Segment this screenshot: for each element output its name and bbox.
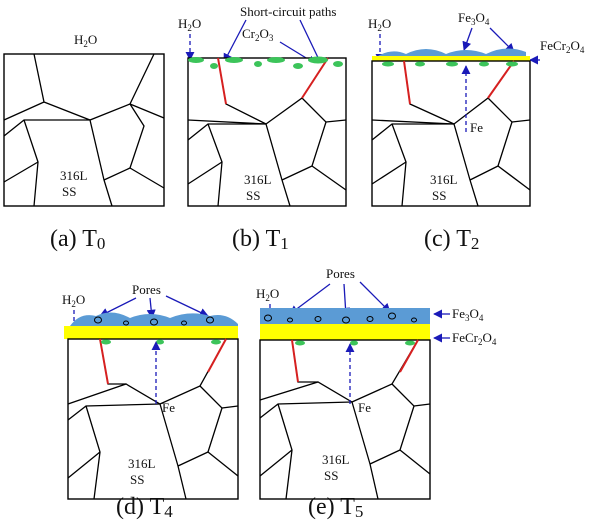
panel-e-fecr2o4-label: FeCr2O4 xyxy=(452,330,497,347)
panel-c-pointer-fe3o4-left xyxy=(462,27,473,51)
panel-c-h2o-label: H2O xyxy=(368,16,391,33)
panel-e-pores xyxy=(264,312,417,324)
panel-c-steel-label-2: SS xyxy=(432,188,446,203)
panel-c-steel-label-1: 316L xyxy=(430,172,458,187)
panel-e-fe3o4-label: Fe3O4 xyxy=(452,306,484,323)
panel-d-pores xyxy=(94,316,214,326)
panel-b-short-circuit-path-2 xyxy=(301,57,329,99)
panel-d-short-circuit-path-1 xyxy=(99,338,109,385)
panel-d: H2O Pores xyxy=(62,282,239,520)
panel-b-steel-block xyxy=(187,57,347,207)
panel-c-cr2o3-nodules xyxy=(382,61,518,67)
panel-e-steel-label-2: SS xyxy=(324,468,338,483)
panel-c-fe-label: Fe xyxy=(470,120,483,135)
panel-e-fe3o4-layer xyxy=(260,308,430,324)
panel-c-fecr2o4-label: FeCr2O4 xyxy=(540,38,585,55)
panel-c-fe3o4-label: Fe3O4 xyxy=(458,10,490,27)
panel-a-steel-label-1: 316L xyxy=(60,168,88,183)
panel-c: H2O Fe3O4 FeCr2O4 Fe xyxy=(368,10,585,253)
panel-e-caption: (e) T5 xyxy=(308,494,363,520)
panel-b-short-circuit-label: Short-circuit paths xyxy=(240,4,336,19)
panel-d-pointer-pore-3 xyxy=(165,295,209,317)
panel-a-steel-block xyxy=(3,53,165,207)
panel-a-h2o-label: H2O xyxy=(74,32,97,49)
panel-a-caption: (a) T0 xyxy=(50,226,105,253)
panel-b: H2O Short-circuit paths Cr2O3 xyxy=(178,4,347,253)
panel-c-short-circuit-path-2 xyxy=(487,60,515,99)
panel-d-short-circuit-path-2 xyxy=(207,338,227,373)
panel-e-pores-label: Pores xyxy=(326,266,355,281)
panel-e-short-circuit-path-2 xyxy=(399,339,419,373)
panel-d-steel-block xyxy=(67,338,239,500)
panel-b-caption: (b) T1 xyxy=(232,226,289,253)
panel-b-steel-label-2: SS xyxy=(246,188,260,203)
panel-b-pointer-path-left xyxy=(223,19,247,63)
panel-b-h2o-label: H2O xyxy=(178,16,201,33)
panel-b-cr2o3-nodules xyxy=(188,56,343,69)
panel-e-h2o-label: H2O xyxy=(256,286,279,303)
panel-d-steel-label-1: 316L xyxy=(128,456,156,471)
panel-a-grain-boundaries xyxy=(3,53,165,207)
panel-e-fecr2o4-film xyxy=(260,324,430,340)
panel-e-steel-label-1: 316L xyxy=(322,452,350,467)
panel-d-fe3o4-layer xyxy=(70,312,238,328)
panel-c-steel-block xyxy=(371,60,531,207)
panel-b-cr2o3-label: Cr2O3 xyxy=(242,26,274,43)
panel-c-pointer-fe3o4-right xyxy=(489,27,515,53)
panel-e-fe-label: Fe xyxy=(358,400,371,415)
panel-d-fecr2o4-film xyxy=(64,326,238,339)
panel-c-caption: (c) T2 xyxy=(424,226,479,253)
panel-d-caption: (d) T4 xyxy=(116,494,173,520)
panel-d-pores-label: Pores xyxy=(132,282,161,297)
panel-a: H2O 316L SS (a) T0 xyxy=(3,32,165,253)
panel-c-grain-boundaries xyxy=(371,60,531,207)
panel-d-fe-label: Fe xyxy=(162,400,175,415)
panel-e: H2O Pores Fe3O4 FeCr2O4 xyxy=(256,266,497,520)
panel-c-fe3o4-layer xyxy=(378,48,526,58)
panel-d-steel-label-2: SS xyxy=(130,472,144,487)
panel-b-short-circuit-path-1 xyxy=(217,57,227,105)
panel-c-short-circuit-path-1 xyxy=(403,60,411,105)
panel-e-pointer-pore-3 xyxy=(359,281,391,313)
panel-c-fecr2o4-film xyxy=(372,56,530,61)
panel-b-steel-label-1: 316L xyxy=(244,172,272,187)
panel-e-short-circuit-path-1 xyxy=(291,339,299,383)
panel-d-h2o-label: H2O xyxy=(62,292,85,309)
panel-a-steel-label-2: SS xyxy=(62,184,76,199)
